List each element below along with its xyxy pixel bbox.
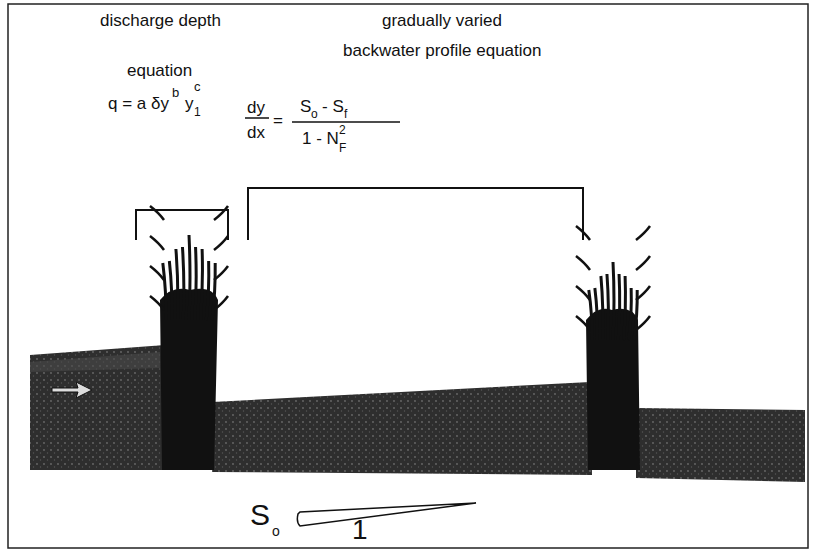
equation-symbol: 1 - N	[302, 130, 339, 147]
grass-blade	[169, 261, 172, 320]
grass-blade	[601, 276, 603, 340]
slope-wedge	[297, 503, 476, 526]
grass-blade	[150, 236, 164, 250]
grass-blade	[636, 256, 650, 270]
grass-blade	[636, 226, 650, 240]
grass-blade	[163, 263, 166, 320]
equation-symbol: 2	[339, 124, 346, 136]
downstream-soil	[636, 408, 805, 482]
fraction-bar	[292, 121, 400, 123]
grass-blade	[607, 274, 608, 340]
grass-blade	[214, 266, 228, 280]
grass-blade	[629, 288, 632, 340]
grass-blade	[150, 296, 164, 310]
equation-symbol: S	[250, 500, 270, 530]
grass-blade	[618, 274, 619, 340]
equation-symbol: q = a δy	[108, 95, 169, 112]
bracket	[136, 210, 228, 240]
heading-label: equation	[127, 62, 192, 79]
grass-blade	[613, 262, 614, 340]
middle-soil	[212, 382, 592, 475]
grass-blade	[636, 316, 650, 330]
grass-blade	[576, 226, 590, 240]
grass-blade	[182, 247, 183, 320]
equation-symbol: b	[172, 86, 179, 99]
equation-symbol: y	[185, 95, 194, 112]
grass-blade	[576, 316, 590, 330]
equation-symbol: S	[300, 98, 311, 115]
grass-blade	[176, 249, 178, 320]
grass-blade	[576, 256, 590, 270]
bracket	[248, 188, 583, 240]
equation-symbol: 1	[352, 516, 368, 544]
water-surface	[30, 352, 160, 372]
grass-blade	[195, 247, 196, 320]
grass-blade	[634, 290, 637, 340]
equation-symbol: f	[344, 108, 347, 120]
equation-symbol: F	[339, 142, 346, 154]
grass-blade	[201, 249, 203, 320]
grass-blade	[576, 286, 590, 300]
equation-symbol: - S	[322, 98, 344, 115]
equation-symbol: 1	[194, 106, 201, 118]
grass-blade	[624, 276, 626, 340]
grass-blade	[595, 288, 598, 340]
equation-symbol: dy	[247, 99, 265, 116]
equation-symbol: dx	[247, 124, 265, 141]
grass-blades	[150, 206, 650, 340]
grass-blade	[150, 206, 164, 220]
upstream-soil	[30, 345, 168, 470]
equation-symbol: o	[311, 108, 318, 120]
grass-blade	[189, 235, 190, 320]
frame	[8, 4, 808, 548]
grass-blade	[212, 263, 215, 320]
grass-blade	[206, 261, 209, 320]
equation-symbol: =	[273, 112, 283, 129]
flow-arrow	[52, 382, 92, 398]
fraction-bar	[245, 117, 269, 119]
grass-blade	[214, 236, 228, 250]
grass-blade	[214, 206, 228, 220]
equation-symbol: c	[194, 80, 201, 93]
equation-symbol: o	[272, 524, 280, 538]
heading-label: backwater profile equation	[343, 42, 541, 59]
grass-blade	[214, 296, 228, 310]
grass-blade	[636, 286, 650, 300]
grass-blade	[150, 266, 164, 280]
heading-label: discharge depth	[100, 12, 221, 29]
heading-label: gradually varied	[382, 12, 502, 29]
